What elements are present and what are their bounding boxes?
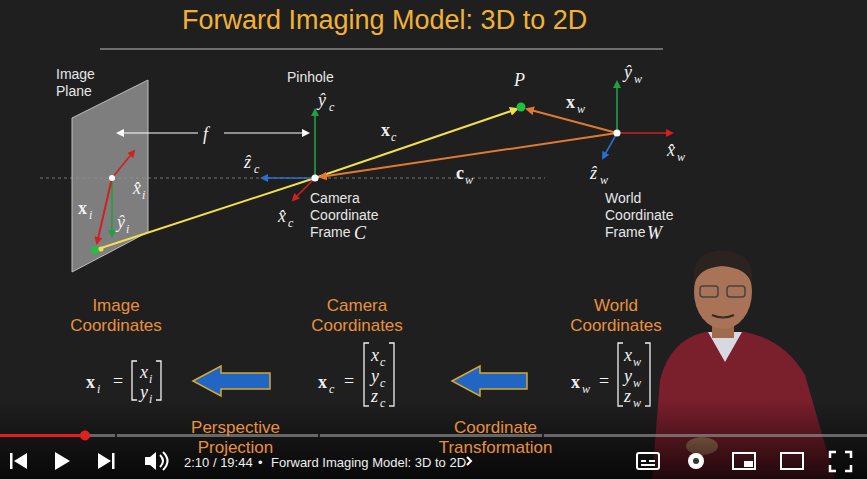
vector-symbol: x: [571, 372, 580, 393]
subscript: c: [254, 162, 259, 177]
point-label: P: [514, 70, 525, 91]
axis-label: x̂: [667, 140, 675, 161]
subscript: c: [329, 382, 334, 397]
vector-label: x: [78, 198, 87, 219]
section-heading: World Coordinates: [556, 296, 676, 337]
component: y: [140, 382, 148, 403]
subscript: c: [391, 130, 396, 145]
axis-label: x̂: [278, 206, 286, 227]
arrow-caption: Coordinate Transformation: [428, 418, 563, 459]
subscript: i: [97, 382, 100, 397]
subscript: w: [582, 382, 590, 397]
subscript: i: [142, 188, 145, 203]
subscript: w: [600, 173, 608, 188]
pinhole-label: Pinhole: [287, 69, 334, 86]
focal-length: f: [203, 124, 208, 145]
axis-label: ŷ: [624, 62, 632, 83]
separator: •: [258, 455, 263, 470]
component: x: [140, 362, 148, 383]
component: y: [624, 366, 632, 387]
subscript: i: [149, 392, 152, 407]
frame-symbol: W: [647, 223, 662, 244]
component: z: [624, 386, 631, 407]
component: y: [371, 366, 379, 387]
vector-label: x: [381, 120, 390, 141]
axis-label: ẑ: [590, 163, 597, 184]
vector-label: c: [456, 163, 464, 184]
arrow-caption: Perspective Projection: [178, 418, 293, 459]
subscript: w: [677, 150, 685, 165]
section-heading: Image Coordinates: [56, 296, 176, 337]
axis-label: x̂: [133, 178, 141, 199]
component: z: [371, 386, 378, 407]
vector-symbol: x: [318, 372, 327, 393]
subscript: w: [633, 396, 641, 411]
vector-label: x: [566, 92, 575, 113]
video-time: 2:10 / 19:44: [184, 455, 253, 470]
equals: =: [344, 371, 354, 392]
axis-label: ŷ: [117, 212, 125, 233]
plane-label: Image Plane: [56, 66, 106, 100]
subscript: c: [380, 376, 385, 391]
subscript: w: [634, 72, 642, 87]
slide-title: Forward Imaging Model: 3D to 2D: [182, 5, 587, 36]
subscript: i: [149, 372, 152, 387]
subscript: w: [465, 173, 473, 188]
subscript: c: [329, 100, 334, 115]
subscript: w: [633, 355, 641, 370]
equals: =: [599, 371, 609, 392]
subscript: w: [577, 102, 585, 117]
subscript: c: [380, 355, 385, 370]
video-title: Forward Imaging Model: 3D to 2D: [271, 455, 466, 470]
subscript: i: [89, 208, 92, 223]
subscript: w: [633, 376, 641, 391]
subscript: c: [380, 396, 385, 411]
vector-symbol: x: [86, 372, 95, 393]
axis-label: ẑ: [244, 152, 251, 173]
subscript: i: [126, 222, 129, 237]
component: x: [624, 345, 632, 366]
section-heading: Camera Coordinates: [297, 296, 417, 337]
component: x: [371, 345, 379, 366]
axis-label: ŷ: [318, 90, 326, 111]
frame-symbol: C: [354, 223, 366, 244]
equals: =: [113, 371, 123, 392]
subscript: c: [288, 216, 293, 231]
